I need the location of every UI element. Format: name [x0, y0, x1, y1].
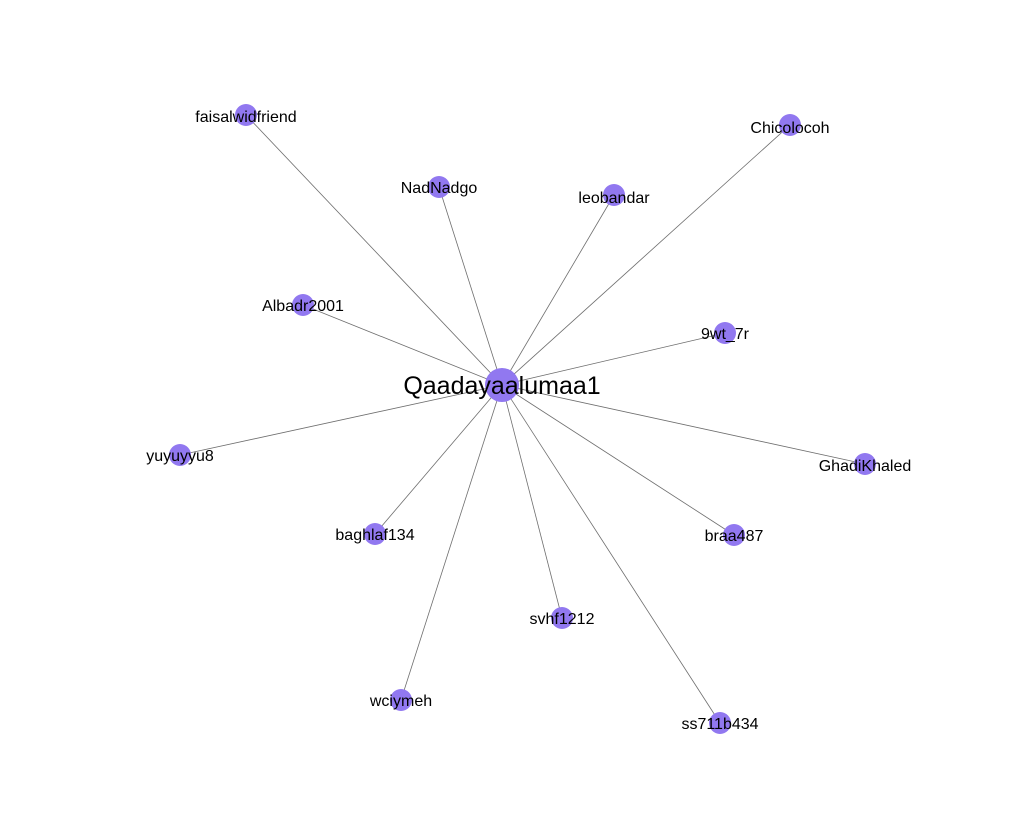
node-layer — [169, 104, 876, 734]
edge-faisalwidfriend — [245, 114, 503, 386]
node-GhadiKhaled — [854, 453, 876, 475]
node-Albadr2001 — [292, 294, 314, 316]
node-label: braa487 — [705, 528, 764, 545]
node-ss711b434 — [709, 712, 731, 734]
node-label: Chicolocoh — [750, 120, 829, 137]
edge-GhadiKhaled — [501, 384, 866, 465]
center-node — [485, 368, 519, 402]
edge-layer — [179, 114, 866, 724]
node-baghlaf134 — [364, 523, 386, 545]
node-label: svhf1212 — [530, 611, 595, 628]
node-label: leobandar — [578, 190, 650, 207]
node-label: 9wt_7r — [701, 326, 750, 343]
edge-braa487 — [501, 384, 735, 536]
edge-wciymeh — [400, 384, 503, 701]
edge-ss711b434 — [501, 384, 721, 724]
edge-svhf1212 — [501, 384, 563, 619]
edge-yuyuyyu8 — [179, 384, 503, 456]
node-label: ss711b434 — [681, 716, 758, 733]
node-label: GhadiKhaled — [819, 458, 912, 475]
node-faisalwidfriend — [235, 104, 257, 126]
edge-baghlaf134 — [374, 384, 503, 535]
node-label: NadNadgo — [401, 180, 478, 197]
edge-9wt_7r — [501, 332, 726, 386]
node-svhf1212 — [551, 607, 573, 629]
node-NadNadgo — [428, 176, 450, 198]
center-node-label: Qaadayaalumaa1 — [403, 372, 600, 400]
edge-NadNadgo — [438, 186, 503, 386]
node-yuyuyyu8 — [169, 444, 191, 466]
node-braa487 — [723, 524, 745, 546]
edge-Chicolocoh — [501, 124, 791, 386]
node-label: baghlaf134 — [335, 527, 414, 544]
node-label: wciymeh — [369, 693, 432, 710]
edge-Albadr2001 — [302, 304, 503, 386]
node-label: yuyuyyu8 — [146, 448, 214, 465]
node-label: faisalwidfriend — [195, 109, 296, 126]
node-9wt_7r — [714, 322, 736, 344]
node-wciymeh — [390, 689, 412, 711]
node-label: Albadr2001 — [262, 298, 344, 315]
edge-leobandar — [501, 194, 615, 386]
node-Chicolocoh — [779, 114, 801, 136]
node-leobandar — [603, 184, 625, 206]
